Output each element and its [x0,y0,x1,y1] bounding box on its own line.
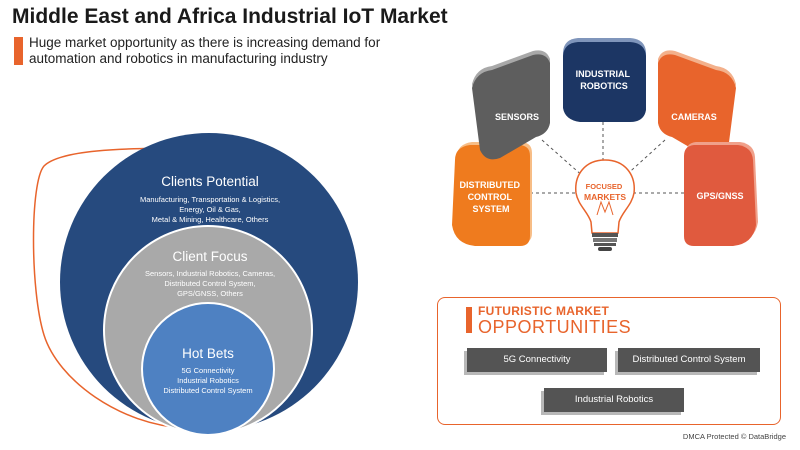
futuristic-accent-bar [466,307,472,333]
focused-markets-label: FOCUSED MARKETS [584,182,626,202]
hot-bets-line: Industrial Robotics [177,376,239,385]
petal-sensors [472,50,550,160]
petal-distributed-control-system [452,142,532,246]
clients-potential-title: Clients Potential [161,174,259,189]
opportunity-5g-connectivity: 5G Connectivity [467,348,607,372]
petal-gps-gnss [684,142,758,246]
middle-circle-label: Client Focus Sensors, Industrial Robotic… [110,249,310,299]
clients-potential-line: Energy, Oil & Gas, [179,205,241,214]
clients-potential-line: Manufacturing, Transportation & Logistic… [139,195,281,204]
outer-circle-label: Clients Potential Manufacturing, Transpo… [90,174,330,225]
petal-label-industrial-robotics: INDUSTRIAL ROBOTICS [576,69,633,91]
hot-bets-line: Distributed Control System [163,386,253,395]
petal-label-cameras: CAMERAS [671,112,717,122]
petal-label-sensors: SENSORS [495,112,539,122]
client-focus-line: Sensors, Industrial Robotics, Cameras, [144,269,276,278]
orange-arc-decoration [32,147,191,429]
petal-label-distributed-control-system: DISTRIBUTED CONTROL SYSTEM [459,180,522,214]
futuristic-title-line2: OPPORTUNITIES [478,317,632,337]
dmca-footer: DMCA Protected © DataBridge [682,432,786,441]
opportunity-industrial-robotics: Industrial Robotics [544,388,684,412]
clients-potential-line: Metal & Mining, Healthcare, Others [151,215,269,224]
client-focus-line: GPS/GNSS, Others [177,289,243,298]
futuristic-opportunities-panel [437,297,781,425]
connector-line [541,139,586,179]
opportunity-distributed-control-system: Distributed Control System [618,348,760,372]
inner-circle [141,302,275,436]
futuristic-title-line1: FUTURISTIC MARKET [478,304,610,318]
inner-circle-label: Hot Bets 5G Connectivity Industrial Robo… [140,346,276,396]
client-focus-title: Client Focus [172,249,248,264]
page-title: Middle East and Africa Industrial IoT Ma… [12,5,448,28]
page-subtitle: Huge market opportunity as there is incr… [29,35,381,66]
petal-industrial-robotics [563,38,646,122]
hot-bets-title: Hot Bets [182,346,234,361]
lightbulb-icon [575,159,635,251]
client-focus-line: Distributed Control System, [164,279,256,288]
subtitle-accent-bar [14,37,23,65]
petal-cameras [658,50,736,160]
hot-bets-line: 5G Connectivity [181,366,235,375]
petal-label-gps-gnss: GPS/GNSS [696,191,743,201]
